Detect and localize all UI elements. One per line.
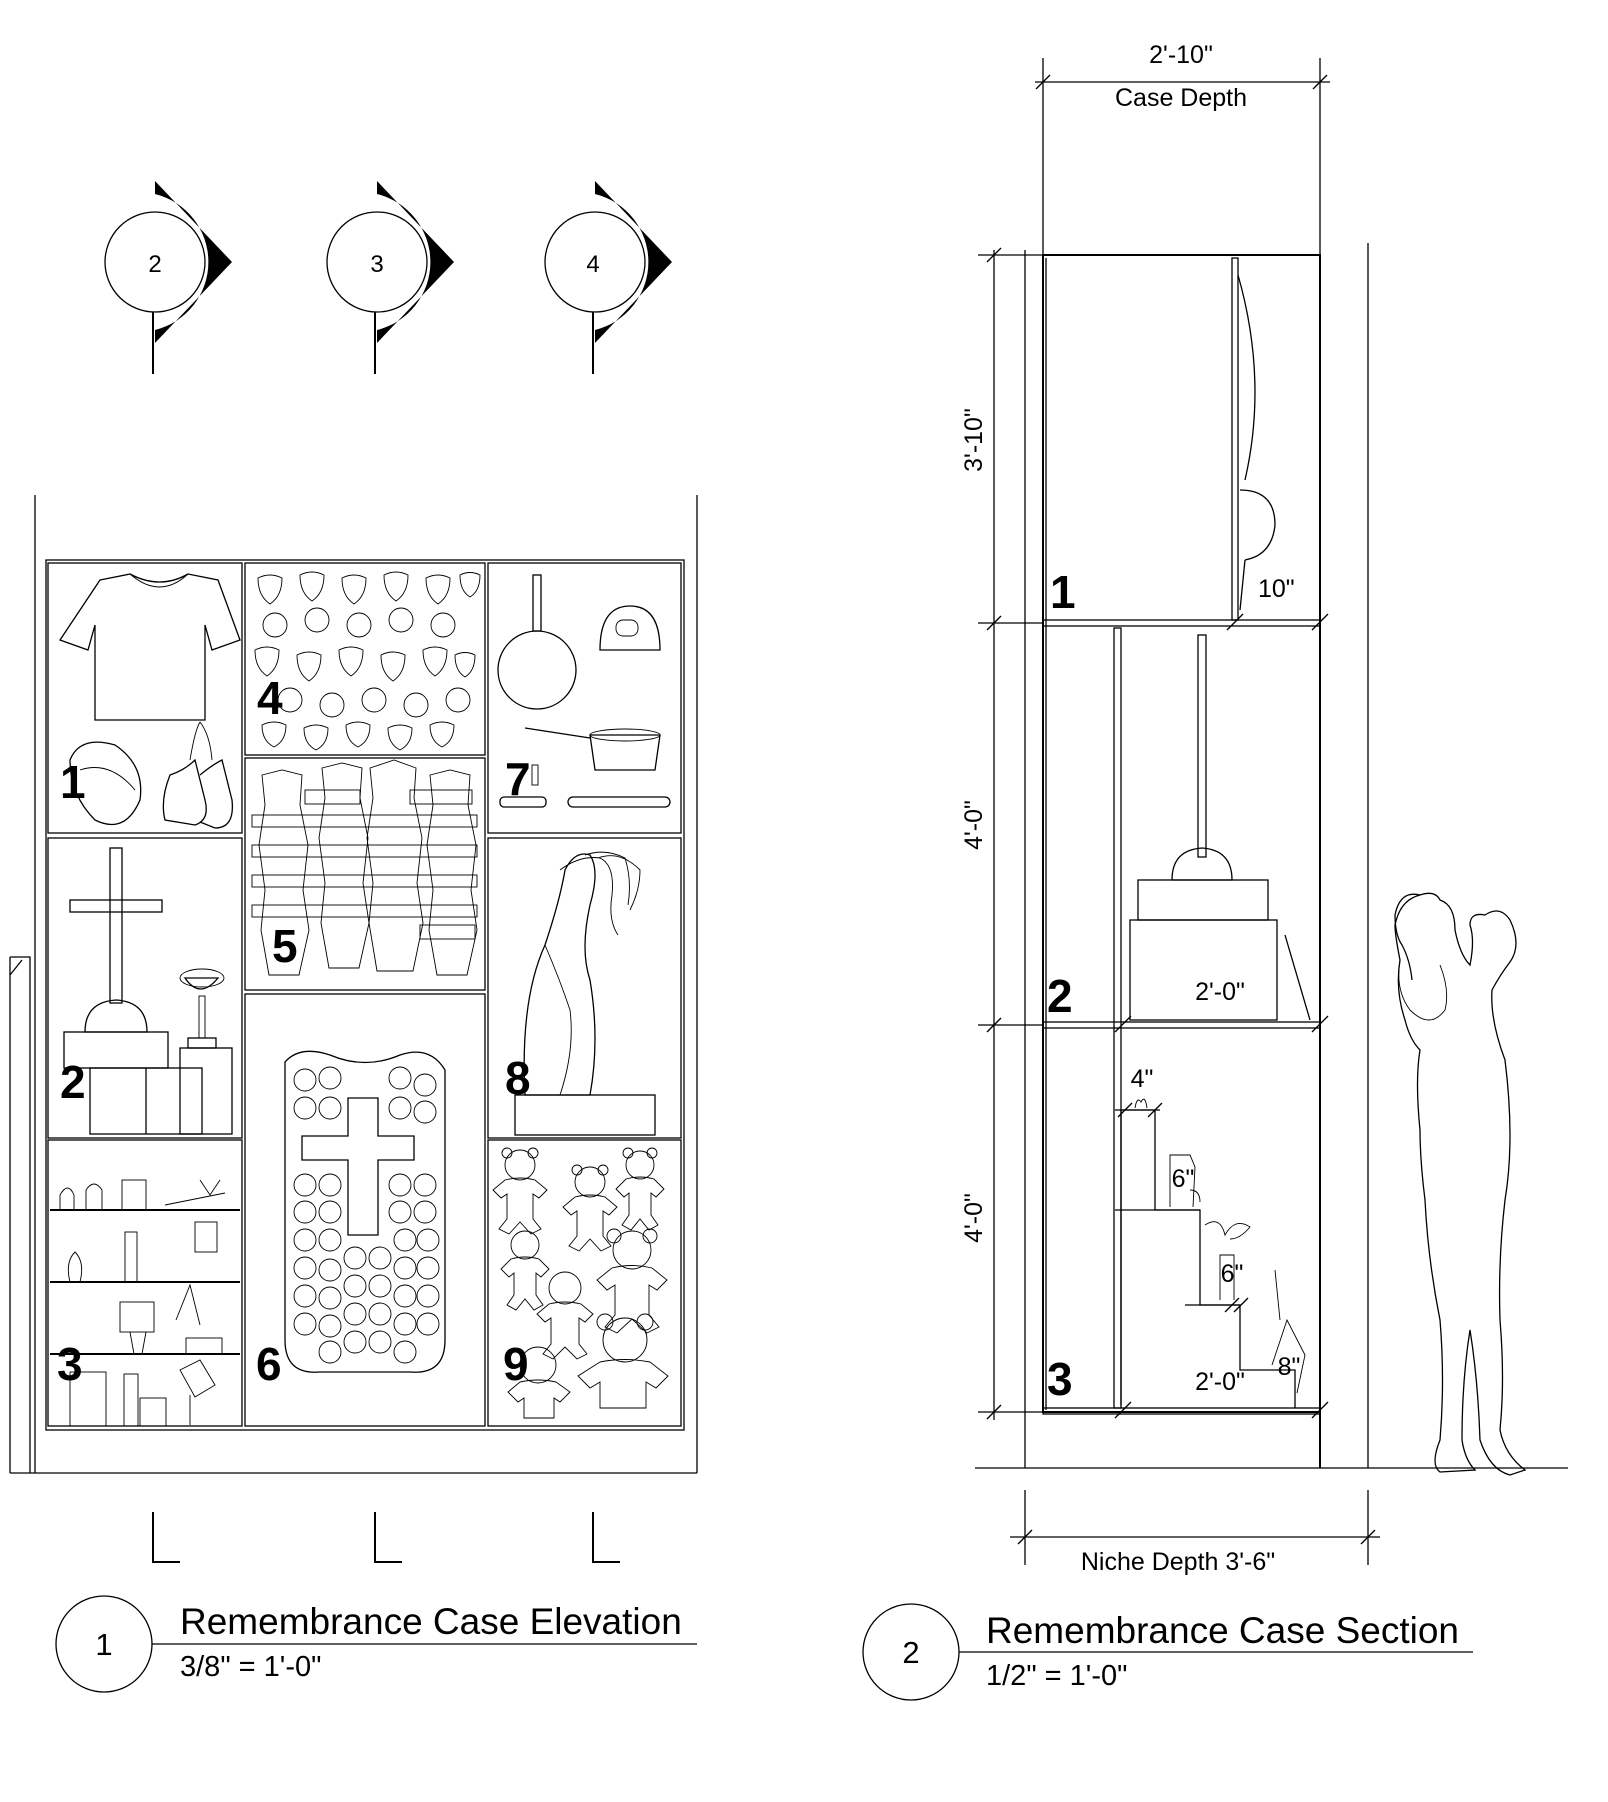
item-label-6: 6: [256, 1338, 282, 1390]
cell-5: [244, 757, 486, 991]
cell-1: [47, 562, 243, 834]
dim-2ft-lower: 2'-0": [1195, 1368, 1245, 1396]
jackets-icon: [251, 759, 478, 976]
item-label-7: 7: [505, 753, 531, 805]
helmet-icon: [599, 605, 661, 651]
cell-8: [487, 837, 682, 1139]
item-label-3: 3: [57, 1338, 83, 1390]
dim-6in-upper: 6": [1172, 1165, 1195, 1193]
title-name: Remembrance Case Elevation: [180, 1601, 682, 1642]
sneakers-icon: [162, 721, 234, 829]
marker-number: 2: [148, 251, 161, 278]
case-depth-value: 2'-10": [1149, 41, 1213, 69]
elevation-marker-2[interactable]: 2: [104, 181, 232, 374]
item-label-8: 8: [505, 1052, 531, 1104]
teddy-bears-icon: [492, 1147, 669, 1419]
frying-pan-icon: [497, 574, 577, 710]
elevation-marker-3[interactable]: 3: [326, 181, 454, 374]
title-scale: 3/8" = 1'-0": [180, 1651, 321, 1683]
memorial-mosaic: [284, 1050, 446, 1373]
hand-sculpture-icon: [514, 851, 656, 1136]
dim-4in: 4": [1131, 1065, 1154, 1093]
niche-depth-label: Niche Depth 3'-6": [1081, 1548, 1275, 1576]
height-upper: 3'-10": [960, 408, 988, 472]
marker-number: 4: [586, 251, 599, 278]
cross-memorial-icon: [63, 847, 233, 1135]
cell-2: [47, 837, 243, 1139]
case-section: 2'-10" Case Depth 3'-10" 4'-0" 4'-0": [960, 41, 1568, 1576]
item-label-2: 2: [60, 1056, 86, 1108]
human-scale-figure: [1394, 892, 1527, 1476]
item-label-5: 5: [272, 920, 298, 972]
trophy-icon: [179, 968, 225, 1049]
title-number: 2: [902, 1635, 919, 1670]
title-number: 1: [95, 1627, 112, 1662]
title-name: Remembrance Case Section: [986, 1610, 1459, 1651]
section-label-3: 3: [1047, 1353, 1073, 1405]
height-lower: 4'-0": [960, 1193, 988, 1243]
case-elevation: 1 2 3 4 5 6 7 8 9: [9, 495, 698, 1474]
cell-7: [487, 562, 682, 834]
saucepan-icon: [524, 727, 661, 771]
shelves-icon: [50, 1179, 240, 1427]
section-label-1: 1: [1050, 566, 1076, 618]
section-cut-marks: [152, 1512, 620, 1563]
cell-4: [244, 562, 486, 756]
item-label-9: 9: [503, 1338, 529, 1390]
dim-6in-lower: 6": [1221, 1260, 1244, 1288]
cell-9: [487, 1139, 682, 1427]
dim-10: 10": [1258, 575, 1295, 603]
dim-2ft-middle: 2'-0": [1195, 978, 1245, 1006]
marker-number: 3: [370, 251, 383, 278]
elevation-marker-4[interactable]: 4: [544, 181, 672, 374]
title-scale: 1/2" = 1'-0": [986, 1660, 1127, 1692]
item-label-1: 1: [60, 756, 86, 808]
section-label-2: 2: [1047, 970, 1073, 1022]
cap-icon: [69, 741, 142, 826]
tshirt-icon: [58, 573, 241, 721]
item-label-4: 4: [257, 672, 283, 724]
dim-8in: 8": [1278, 1353, 1301, 1381]
tools-icon: [499, 764, 671, 808]
title-block-section: 2 Remembrance Case Section 1/2" = 1'-0": [862, 1603, 1473, 1701]
title-block-elevation: 1 Remembrance Case Elevation 3/8" = 1'-0…: [55, 1595, 697, 1693]
height-middle: 4'-0": [960, 800, 988, 850]
shield-pattern: [254, 571, 481, 751]
cell-6: [244, 993, 486, 1427]
case-depth-label: Case Depth: [1115, 84, 1247, 112]
